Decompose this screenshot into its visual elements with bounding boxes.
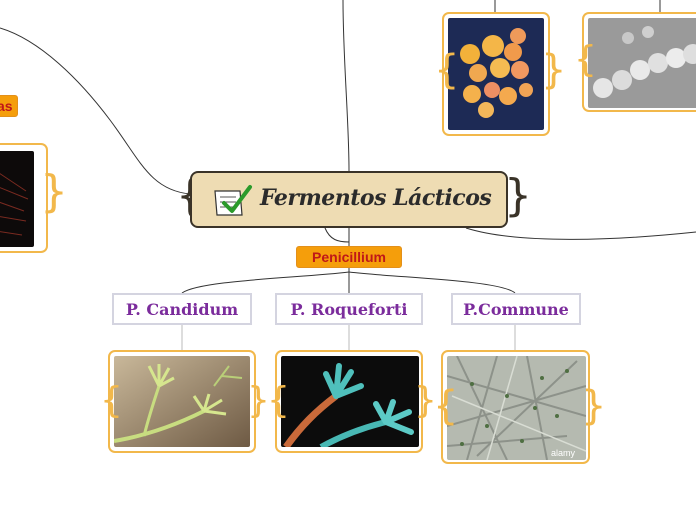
image-card-candidum[interactable] — [108, 350, 256, 453]
checklist-icon — [214, 185, 252, 216]
candidum-image — [114, 356, 250, 447]
image-card-cocci[interactable] — [442, 12, 550, 136]
roqueforti-image — [281, 356, 419, 447]
cocci-bacteria-image — [448, 18, 544, 130]
brace-left-cocci: { — [434, 47, 460, 93]
species-node-commune[interactable]: P.Commune — [451, 293, 581, 325]
left-branch-image — [0, 151, 34, 247]
image-card-left[interactable] — [0, 143, 48, 253]
image-card-streptococcus[interactable] — [582, 12, 696, 112]
brace-right-roqueforti: } — [414, 380, 437, 421]
brace-left-roqueforti: { — [267, 380, 290, 421]
image-card-roqueforti[interactable] — [275, 350, 423, 453]
central-brace-right: } — [504, 170, 532, 221]
left-branch-tag[interactable]: as — [0, 95, 18, 117]
image-watermark: alamy — [551, 448, 576, 458]
penicillium-tag-label: Penicillium — [312, 249, 386, 265]
brace-left-candidum: { — [100, 380, 123, 421]
brace-right-left-image: } — [40, 166, 68, 217]
commune-image: alamy — [447, 356, 586, 460]
brace-left-commune: { — [433, 383, 459, 429]
species-label: P. Roqueforti — [290, 299, 408, 319]
brace-right-commune: } — [581, 383, 607, 429]
penicillium-tag[interactable]: Penicillium — [296, 246, 402, 268]
brace-right-candidum: } — [247, 380, 270, 421]
species-label: P.Commune — [463, 299, 569, 319]
brace-left-streptococcus: { — [574, 39, 597, 80]
image-card-commune[interactable]: alamy — [441, 350, 590, 464]
central-topic-title: Fermentos Lácticos — [260, 185, 492, 211]
species-node-roqueforti[interactable]: P. Roqueforti — [275, 293, 423, 325]
species-label: P. Candidum — [125, 299, 239, 319]
species-node-candidum[interactable]: P. Candidum — [112, 293, 252, 325]
streptococcus-image — [588, 18, 696, 108]
brace-right-cocci: } — [541, 47, 567, 93]
left-branch-tag-label: as — [0, 98, 13, 114]
central-topic[interactable]: Fermentos Lácticos — [190, 171, 508, 228]
